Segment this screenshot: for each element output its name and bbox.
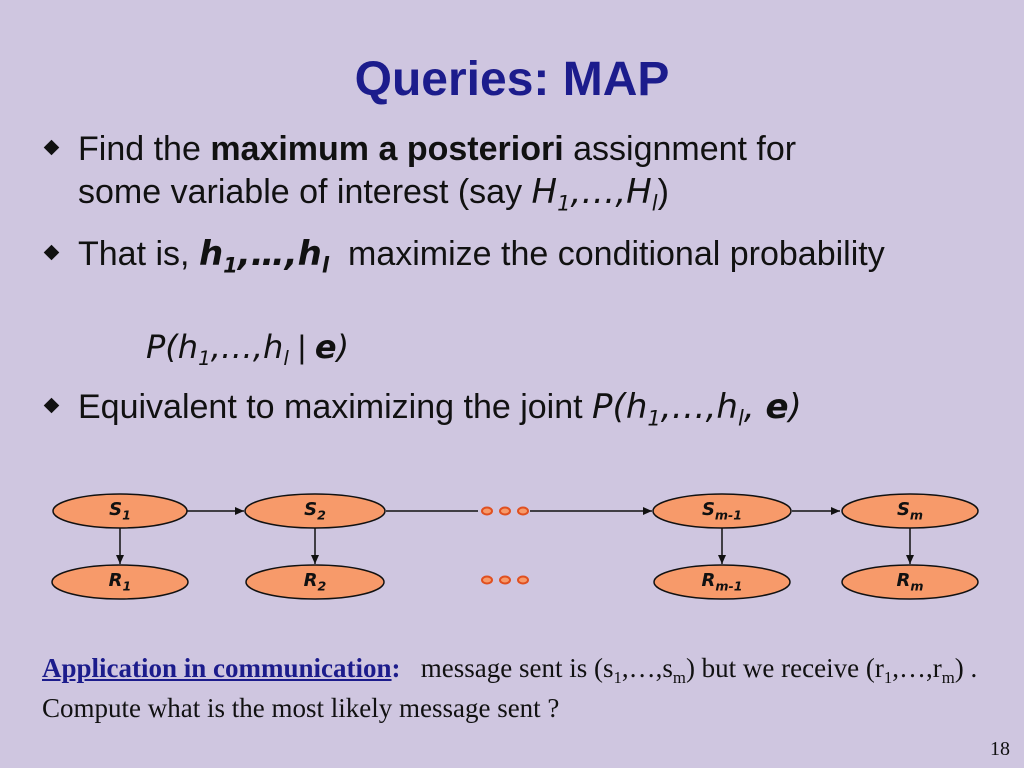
ellipsis-dots-top bbox=[481, 506, 529, 516]
application-note: Application in communication: message se… bbox=[42, 653, 991, 723]
node-s1 bbox=[52, 493, 188, 529]
bullet-2-text: That is, h1,…,hl maximize the conditiona… bbox=[78, 234, 885, 278]
node-label-rm: Rm bbox=[896, 570, 924, 594]
conditional-probability-formula: P(h1,…,hl | e) bbox=[146, 328, 350, 370]
node-label-s2: S2 bbox=[304, 499, 326, 523]
node-label-s1: S1 bbox=[109, 499, 131, 523]
node-rm1 bbox=[653, 564, 791, 600]
slide-title: Queries: MAP bbox=[354, 53, 670, 106]
bold-term: maximum a posteriori bbox=[210, 130, 564, 168]
ellipsis-dots-bottom bbox=[481, 575, 529, 585]
node-r2 bbox=[245, 564, 385, 600]
node-s2 bbox=[244, 493, 386, 529]
node-label-rm1: Rm-1 bbox=[701, 570, 743, 594]
application-label: Application in communication bbox=[42, 653, 392, 683]
bullet-3-text: Equivalent to maximizing the joint P(h1,… bbox=[78, 387, 802, 431]
node-label-sm: Sm bbox=[896, 499, 924, 523]
node-sm1 bbox=[652, 493, 792, 529]
node-label-r2: R2 bbox=[303, 570, 327, 594]
node-label-sm1: Sm-1 bbox=[701, 499, 743, 523]
node-label-r1: R1 bbox=[108, 570, 132, 594]
node-sm bbox=[841, 493, 979, 529]
bullet-1-text: Find the maximum a posteriori assignment… bbox=[78, 130, 797, 216]
page-number: 18 bbox=[990, 738, 1010, 760]
node-rm bbox=[841, 564, 979, 600]
node-r1 bbox=[51, 564, 189, 600]
